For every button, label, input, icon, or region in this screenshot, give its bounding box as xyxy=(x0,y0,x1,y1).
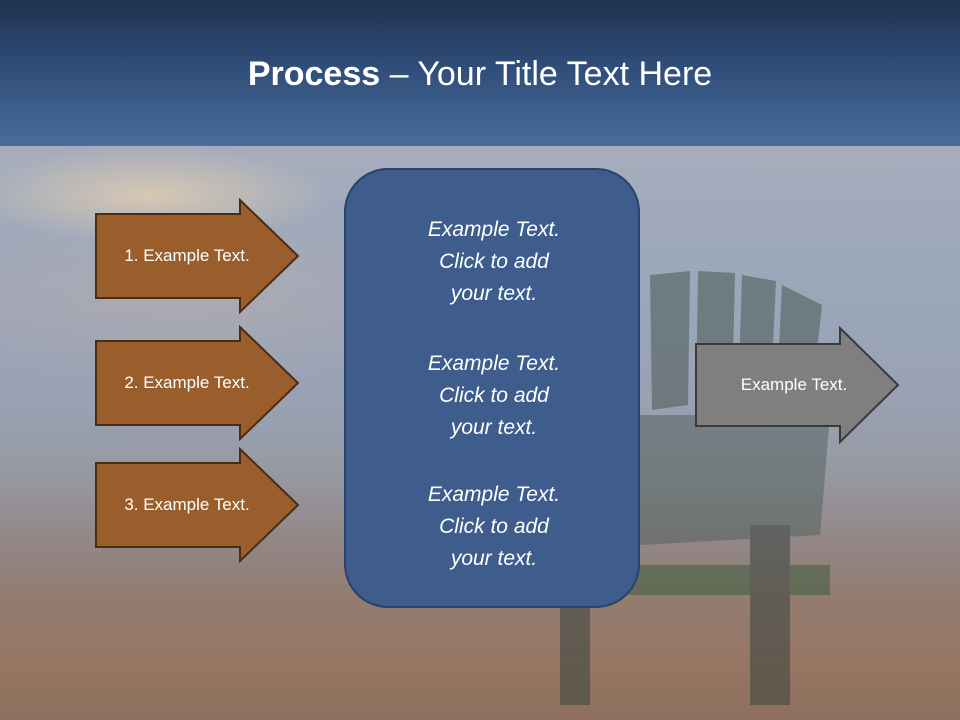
paragraph-line: Example Text. xyxy=(427,218,561,241)
paragraph-line: Example Text. xyxy=(427,352,561,375)
step-arrow-label: 2. Example Text. xyxy=(124,373,250,392)
center-paragraph-1: Example Text. Click to add your text. xyxy=(346,214,642,310)
title-rest-text: – Your Title Text Here xyxy=(380,55,713,93)
arrow-right-icon xyxy=(95,325,300,441)
page-title[interactable]: Process – Your Title Text Here xyxy=(0,48,960,100)
result-arrow-label: Example Text. xyxy=(740,375,848,394)
paragraph-line: your text. xyxy=(450,416,538,439)
center-paragraph-3: Example Text. Click to add your text. xyxy=(346,479,642,575)
result-arrow[interactable]: Example Text. xyxy=(694,326,900,444)
step-arrow-2[interactable]: 2. Example Text. xyxy=(94,325,300,441)
title-bold-text: Process xyxy=(247,55,381,93)
paragraph-line: Example Text. xyxy=(427,483,561,506)
center-paragraph-2: Example Text. Click to add your text. xyxy=(346,348,642,444)
paragraph-line: your text. xyxy=(450,547,538,570)
paragraph-line: Click to add xyxy=(439,384,549,407)
step-arrow-label: 3. Example Text. xyxy=(124,495,250,514)
paragraph-line: your text. xyxy=(450,282,538,305)
arrow-right-icon xyxy=(95,447,300,563)
title-bar xyxy=(0,0,960,146)
arrow-right-icon xyxy=(695,326,900,444)
arrow-right-icon xyxy=(95,198,300,314)
paragraph-line: Click to add xyxy=(439,515,549,538)
step-arrow-label: 1. Example Text. xyxy=(124,246,250,265)
paragraph-line: Click to add xyxy=(439,250,549,273)
center-text-box[interactable]: Example Text. Click to add your text. Ex… xyxy=(344,168,640,608)
step-arrow-1[interactable]: 1. Example Text. xyxy=(94,198,300,314)
step-arrow-3[interactable]: 3. Example Text. xyxy=(94,447,300,563)
